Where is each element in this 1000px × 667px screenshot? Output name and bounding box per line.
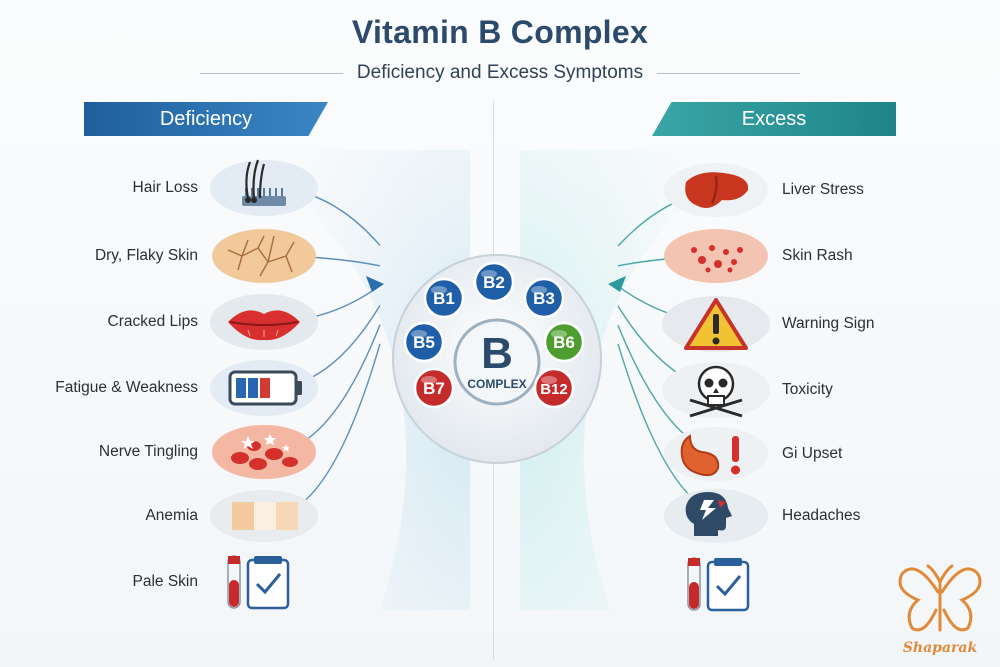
rash-icon [660,226,772,286]
vitamin-label: B2 [483,273,505,292]
excess-header: Excess [652,102,896,136]
excess-arrow [608,276,626,292]
vitamin-b7: B7 [413,367,455,409]
excess-item-warning-sign: Warning Sign [660,294,980,354]
deficiency-item-fatigue: Fatigue & Weakness [20,358,320,418]
deficiency-header: Deficiency [84,102,328,136]
deficiency-label: Hair Loss [132,179,198,196]
deficiency-item-nerve-tingling: Nerve Tingling [20,422,320,482]
blood-test-icon [660,554,772,614]
deficiency-label: Dry, Flaky Skin [94,247,198,264]
warning-triangle-icon [660,294,772,354]
shaparak-logo: Shaparak [888,548,992,662]
hub-letter: B [481,329,513,378]
vitamin-label: B7 [423,379,445,398]
excess-label: Toxicity [782,381,833,398]
subtitle-bar: Deficiency and Excess Symptoms [200,60,801,86]
deficiency-arrow [366,276,384,292]
vitamin-label: B6 [553,333,575,352]
left-wing [250,150,470,610]
vitamin-label: B1 [433,289,455,308]
excess-item-gi-upset: Gi Upset [660,424,980,484]
vitamin-label: B3 [533,289,555,308]
hub-word: COMPLEX [467,377,526,391]
vitamin-b6: B6 [543,321,585,363]
vitamin-b2: B2 [473,261,515,303]
right-wing [520,150,740,610]
vitamin-b12: B12 [533,367,575,409]
deficiency-item-hair-loss: Hair Loss [20,158,320,218]
logo-text: Shaparak [903,640,978,656]
subtitle-rule-left [200,72,343,74]
vitamin-b5: B5 [403,321,445,363]
excess-label: Gi Upset [782,445,843,462]
deficiency-label: Fatigue & Weakness [55,379,198,396]
blood-test-icon [208,552,320,612]
lips-icon [208,292,320,352]
skull-crossbones-icon [660,360,772,420]
deficiency-label: Cracked Lips [107,313,198,330]
excess-label: Headaches [782,507,861,524]
butterfly-icon [898,564,982,632]
page-subtitle: Deficiency and Excess Symptoms [356,62,644,83]
headache-icon [660,486,772,546]
page-title: Vitamin B Complex [351,14,649,50]
cracked-skin-icon [208,226,320,286]
skin-swatch-icon [208,486,320,546]
deficiency-item-anemia: Anemia [20,486,320,546]
excess-item-skin-rash: Skin Rash [660,226,980,286]
excess-item-liver-stress: Liver Stress [660,160,980,220]
excess-item-toxicity: Toxicity [660,360,980,420]
excess-label: Skin Rash [782,247,853,264]
hair-comb-icon [208,158,320,218]
hub-center [453,318,541,406]
subtitle-rule-right [657,72,801,74]
low-battery-icon [208,358,320,418]
excess-item-blood-test [660,554,980,614]
vitamin-b1: B1 [423,277,465,319]
vitamin-label: B12 [540,381,568,398]
vitamin-b3: B3 [523,277,565,319]
deficiency-item-pale-skin: Pale Skin [20,552,320,612]
excess-item-headaches: Headaches [660,486,980,546]
deficiency-item-cracked-lips: Cracked Lips [20,292,320,352]
deficiency-label: Nerve Tingling [98,443,198,460]
liver-icon [660,160,772,220]
deficiency-label: Anemia [145,507,198,524]
deficiency-label: Pale Skin [132,573,198,590]
deficiency-item-dry-skin: Dry, Flaky Skin [20,226,320,286]
nerve-cells-icon [208,422,320,482]
vitamin-label: B5 [413,333,435,352]
excess-label: Liver Stress [782,181,864,198]
stomach-icon [660,424,772,484]
excess-label: Warning Sign [782,315,875,332]
